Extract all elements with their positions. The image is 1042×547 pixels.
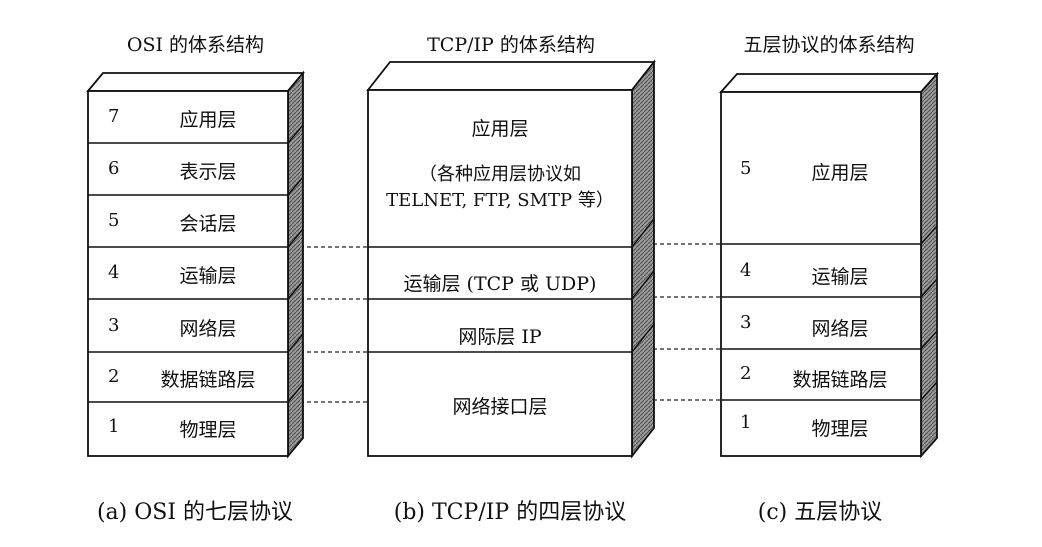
osi-layer-2-name: 数据链路层 bbox=[160, 369, 256, 391]
five-layer-1-name: 物理层 bbox=[811, 418, 869, 440]
five-stack-front-face bbox=[720, 91, 922, 457]
five-stack-side-face bbox=[920, 71, 938, 459]
tcpip-application-layer-detail-line-1: （各种应用层协议如 bbox=[419, 164, 581, 185]
osi-title: OSI 的体系结构 bbox=[126, 34, 265, 56]
tcpip-network-interface-layer-name: 网络接口层 bbox=[452, 396, 548, 418]
osi-stack-top-face bbox=[86, 72, 305, 92]
five-layer-stack bbox=[718, 71, 940, 459]
osi-layer-6-name: 表示层 bbox=[179, 161, 237, 183]
five-layer-4-name: 运输层 bbox=[811, 266, 869, 288]
tcpip-title: TCP/IP 的体系结构 bbox=[427, 34, 595, 56]
osi-stack-front-face bbox=[87, 90, 289, 457]
tcpip-stack-top-face bbox=[366, 61, 656, 91]
five-stack-top-face bbox=[718, 73, 940, 93]
tcpip-application-layer-detail-line-2: TELNET, FTP, SMTP 等） bbox=[386, 190, 614, 211]
five-layer-2-name: 数据链路层 bbox=[792, 369, 888, 391]
five-layer-5-number: 5 bbox=[740, 158, 752, 179]
osi-layer-7-number: 7 bbox=[108, 106, 120, 127]
osi-layer-7-name: 应用层 bbox=[179, 109, 237, 131]
osi-layer-2-number: 2 bbox=[108, 366, 120, 387]
five-layer-caption: (c) 五层协议 bbox=[757, 500, 883, 525]
osi-layer-6-number: 6 bbox=[108, 158, 120, 179]
tcpip-application-layer-name: 应用层 bbox=[471, 118, 529, 140]
osi-layer-5-number: 5 bbox=[108, 210, 120, 231]
five-layer-4-number: 4 bbox=[740, 260, 752, 281]
osi-layer-3-number: 3 bbox=[108, 315, 120, 336]
five-layer-5-name: 应用层 bbox=[811, 162, 869, 184]
osi-layer-4-number: 4 bbox=[108, 262, 120, 283]
five-layer-3-name: 网络层 bbox=[811, 318, 869, 340]
tcpip-stack bbox=[366, 59, 656, 459]
osi-layer-5-name: 会话层 bbox=[179, 213, 237, 235]
tcpip-internet-layer-name: 网际层 IP bbox=[458, 326, 542, 348]
osi-layer-3-name: 网络层 bbox=[179, 318, 237, 340]
osi-stack bbox=[86, 70, 305, 459]
five-layer-title: 五层协议的体系结构 bbox=[743, 34, 915, 56]
five-layer-3-number: 3 bbox=[740, 312, 752, 333]
tcpip-transport-layer-name: 运输层 (TCP 或 UDP) bbox=[403, 273, 597, 295]
five-layer-1-number: 1 bbox=[740, 412, 752, 433]
five-layer-2-number: 2 bbox=[740, 363, 752, 384]
osi-caption: (a) OSI 的七层协议 bbox=[96, 500, 294, 525]
tcpip-caption: (b) TCP/IP 的四层协议 bbox=[393, 500, 627, 525]
tcpip-stack-side-face bbox=[631, 59, 655, 459]
osi-layer-1-name: 物理层 bbox=[179, 419, 237, 441]
tcpip-stack-front-face bbox=[367, 89, 633, 457]
osi-layer-1-number: 1 bbox=[108, 416, 120, 437]
osi-layer-4-name: 运输层 bbox=[179, 265, 237, 287]
